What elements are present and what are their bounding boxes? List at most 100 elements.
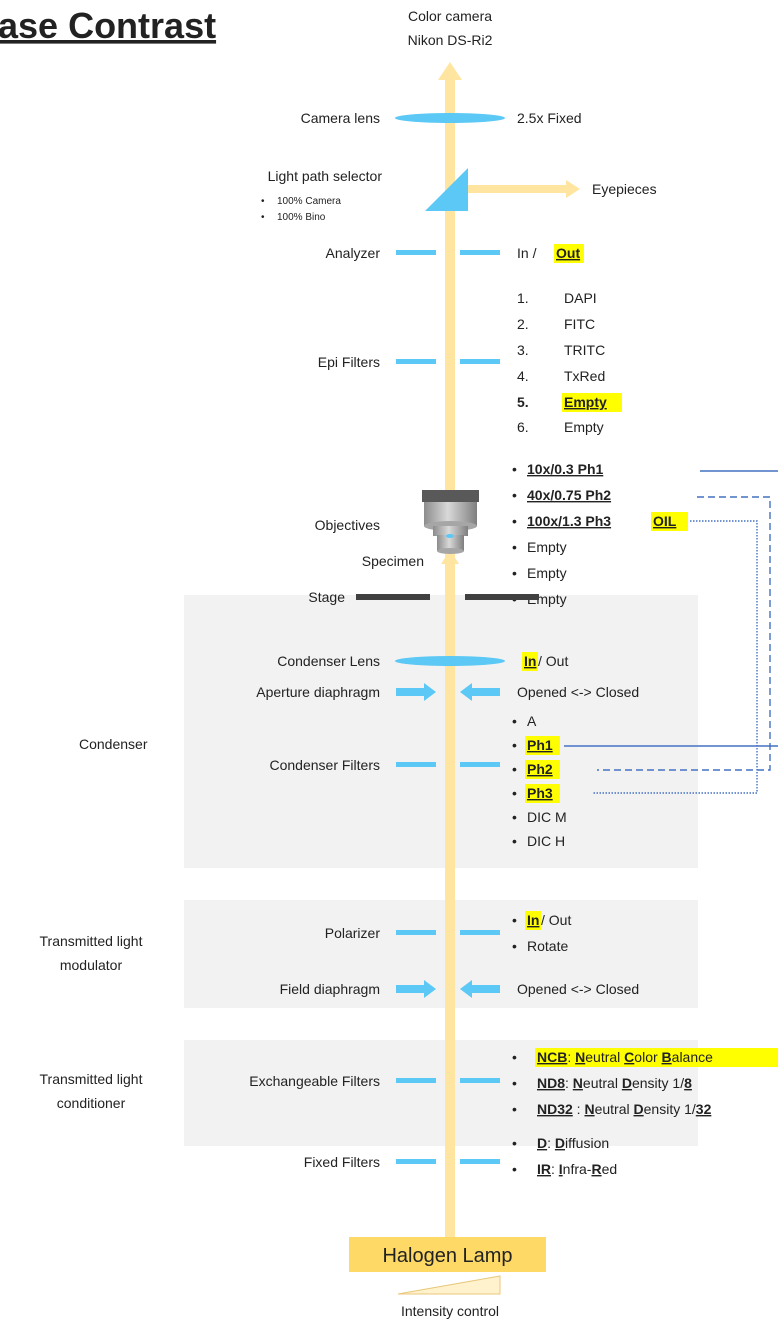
objective-oil: OIL xyxy=(653,513,677,529)
fixed-right-icon xyxy=(460,1159,500,1164)
exchange-left-icon xyxy=(396,1078,436,1083)
condenser-group-label: Condenser xyxy=(79,736,148,752)
objective-10x: 10x/0.3 Ph1 xyxy=(527,461,603,477)
epi-name-1: DAPI xyxy=(564,290,597,306)
epi-name-6: Empty xyxy=(564,419,604,435)
objectives-label: Objectives xyxy=(315,517,380,533)
objective-100x: 100x/1.3 Ph3 xyxy=(527,513,611,529)
modulator-group-line1: Transmitted light xyxy=(40,933,143,949)
epi-num-4: 4. xyxy=(517,368,529,384)
ir-text: IR: Infra-Red xyxy=(537,1161,617,1177)
light-path-option-camera: 100% Camera xyxy=(277,196,341,207)
analyzer-value: In / xyxy=(517,245,537,261)
condenser-filter-ph2: Ph2 xyxy=(527,761,553,777)
obj-bullet-1: • xyxy=(512,461,517,477)
aperture-value: Opened <-> Closed xyxy=(517,684,639,700)
condenser-filters-label: Condenser Filters xyxy=(270,757,381,773)
exchange-right-icon xyxy=(460,1078,500,1083)
page-title: ase Contrast xyxy=(0,5,216,46)
modulator-panel xyxy=(184,900,698,1008)
objective-empty-2: Empty xyxy=(527,565,567,581)
objective-empty-1: Empty xyxy=(527,539,567,555)
prism-icon xyxy=(425,168,468,211)
ph2-highlight xyxy=(525,760,560,779)
obj-bullet-4: • xyxy=(512,539,517,555)
beam-arrow-low xyxy=(441,550,459,564)
polarizer-right-icon xyxy=(460,930,500,935)
fixed-filters-label: Fixed Filters xyxy=(304,1154,380,1170)
eyepieces-label: Eyepieces xyxy=(592,181,657,197)
obj-bullet-2: • xyxy=(512,487,517,503)
field-label: Field diaphragm xyxy=(280,981,380,997)
cf-bullet-3: • xyxy=(512,761,517,777)
nd32-text: ND32 : Neutral Density 1/32 xyxy=(537,1101,712,1117)
polarizer-rotate: Rotate xyxy=(527,938,568,954)
condenser-lens-rest: / Out xyxy=(538,653,568,669)
aperture-right-arrow-icon xyxy=(460,683,500,701)
epi-right-icon xyxy=(460,359,500,364)
polarizer-in: In xyxy=(527,912,539,928)
fixed-left-icon xyxy=(396,1159,436,1164)
cf-bullet-1: • xyxy=(512,713,517,729)
epi-num-3: 3. xyxy=(517,342,529,358)
light-path-bullet-2: • xyxy=(261,212,265,223)
eyepiece-arrow xyxy=(566,180,580,198)
cf-bullet-2: • xyxy=(512,737,517,753)
polarizer-left-icon xyxy=(396,930,436,935)
obj-bullet-5: • xyxy=(512,565,517,581)
conditioner-group-line2: conditioner xyxy=(57,1095,126,1111)
cf-bullet-4: • xyxy=(512,785,517,801)
analyzer-left-icon xyxy=(396,250,436,255)
condenser-lens-label: Condenser Lens xyxy=(277,653,380,669)
pol-bullet-2: • xyxy=(512,938,517,954)
modulator-group-line2: modulator xyxy=(60,957,123,973)
camera-lens-label: Camera lens xyxy=(301,110,380,126)
eyepiece-beam xyxy=(450,185,568,193)
ph2-link xyxy=(597,496,771,771)
specimen-label: Specimen xyxy=(362,553,424,569)
stage-right-icon xyxy=(465,594,539,600)
analyzer-right-icon xyxy=(460,250,500,255)
light-path-option-bino: 100% Bino xyxy=(277,212,326,223)
analyzer-out-highlight xyxy=(554,244,584,263)
analyzer-sep: / xyxy=(529,245,537,261)
analyzer-in: In xyxy=(517,245,529,261)
conditioner-group-line1: Transmitted light xyxy=(40,1071,143,1087)
polarizer-label: Polarizer xyxy=(325,925,381,941)
objective-40x: 40x/0.75 Ph2 xyxy=(527,487,611,503)
epi-name-4: TxRed xyxy=(564,368,605,384)
light-path-label: Light path selector xyxy=(268,168,383,184)
field-left-arrow-icon xyxy=(396,980,436,998)
camera-line2: Nikon DS-Ri2 xyxy=(408,32,493,48)
analyzer-out: Out xyxy=(556,245,580,261)
ex-bullet-1: • xyxy=(512,1049,517,1065)
camera-line1: Color camera xyxy=(408,8,492,24)
fx-bullet-2: • xyxy=(512,1161,517,1177)
obj-bullet-3: • xyxy=(512,513,517,529)
condenser-lens-icon xyxy=(395,656,505,666)
light-path-bullet-1: • xyxy=(261,196,265,207)
condenser-filter-ph3: Ph3 xyxy=(527,785,553,801)
stage-label: Stage xyxy=(308,589,345,605)
beam-arrow-top xyxy=(438,62,462,80)
ph3-highlight xyxy=(525,784,560,803)
camera-lens-value: 2.5x Fixed xyxy=(517,110,582,126)
ph1-highlight xyxy=(525,736,560,755)
epi-name-3: TRITC xyxy=(564,342,605,358)
condenser-panel xyxy=(184,595,698,868)
condenser-filter-a: A xyxy=(527,713,537,729)
oil-highlight xyxy=(651,512,688,531)
pol-bullet-1: • xyxy=(512,912,517,928)
epi-name-5: Empty xyxy=(564,394,607,410)
epi-num-5: 5. xyxy=(517,394,529,410)
halogen-lamp-label: Halogen Lamp xyxy=(382,1245,512,1267)
cf-bullet-5: • xyxy=(512,809,517,825)
nd8-text: ND8: Neutral Density 1/8 xyxy=(537,1075,692,1091)
condenser-filter-right-icon xyxy=(460,762,500,767)
condenser-in-highlight xyxy=(522,652,538,671)
polarizer-rest: / Out xyxy=(541,912,571,928)
polarizer-in-highlight xyxy=(525,911,541,930)
condenser-filter-left-icon xyxy=(396,762,436,767)
field-right-arrow-icon xyxy=(460,980,500,998)
ex-bullet-2: • xyxy=(512,1075,517,1091)
